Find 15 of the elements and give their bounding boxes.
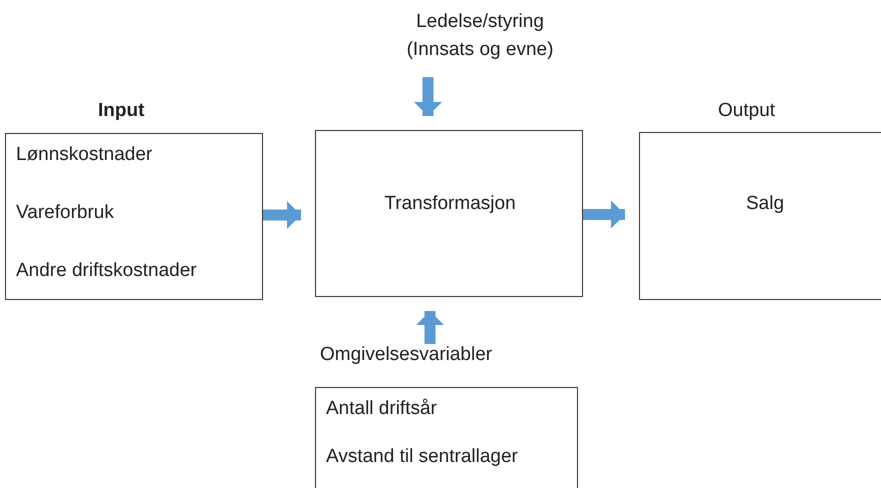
block-arrow bbox=[263, 201, 301, 229]
block-arrow bbox=[416, 311, 444, 344]
block-arrow bbox=[583, 200, 625, 228]
annotation-text: Ledelse/styring (Innsats og evne) bbox=[406, 10, 554, 62]
box-heading: Input bbox=[98, 100, 144, 122]
box-text: Lønnskostnader bbox=[16, 144, 152, 166]
box-heading: Omgivelsesvariabler bbox=[320, 344, 492, 366]
box-heading: Output bbox=[718, 100, 776, 122]
block-arrow bbox=[414, 77, 442, 116]
box-text: Antall driftsår bbox=[326, 398, 437, 420]
box-text: Salg bbox=[746, 193, 784, 215]
box-text: Avstand til sentrallager bbox=[326, 446, 518, 468]
box-text: Vareforbruk bbox=[16, 202, 114, 224]
box-text: Transformasjon bbox=[384, 193, 516, 215]
box-text: Andre driftskostnader bbox=[16, 260, 197, 282]
